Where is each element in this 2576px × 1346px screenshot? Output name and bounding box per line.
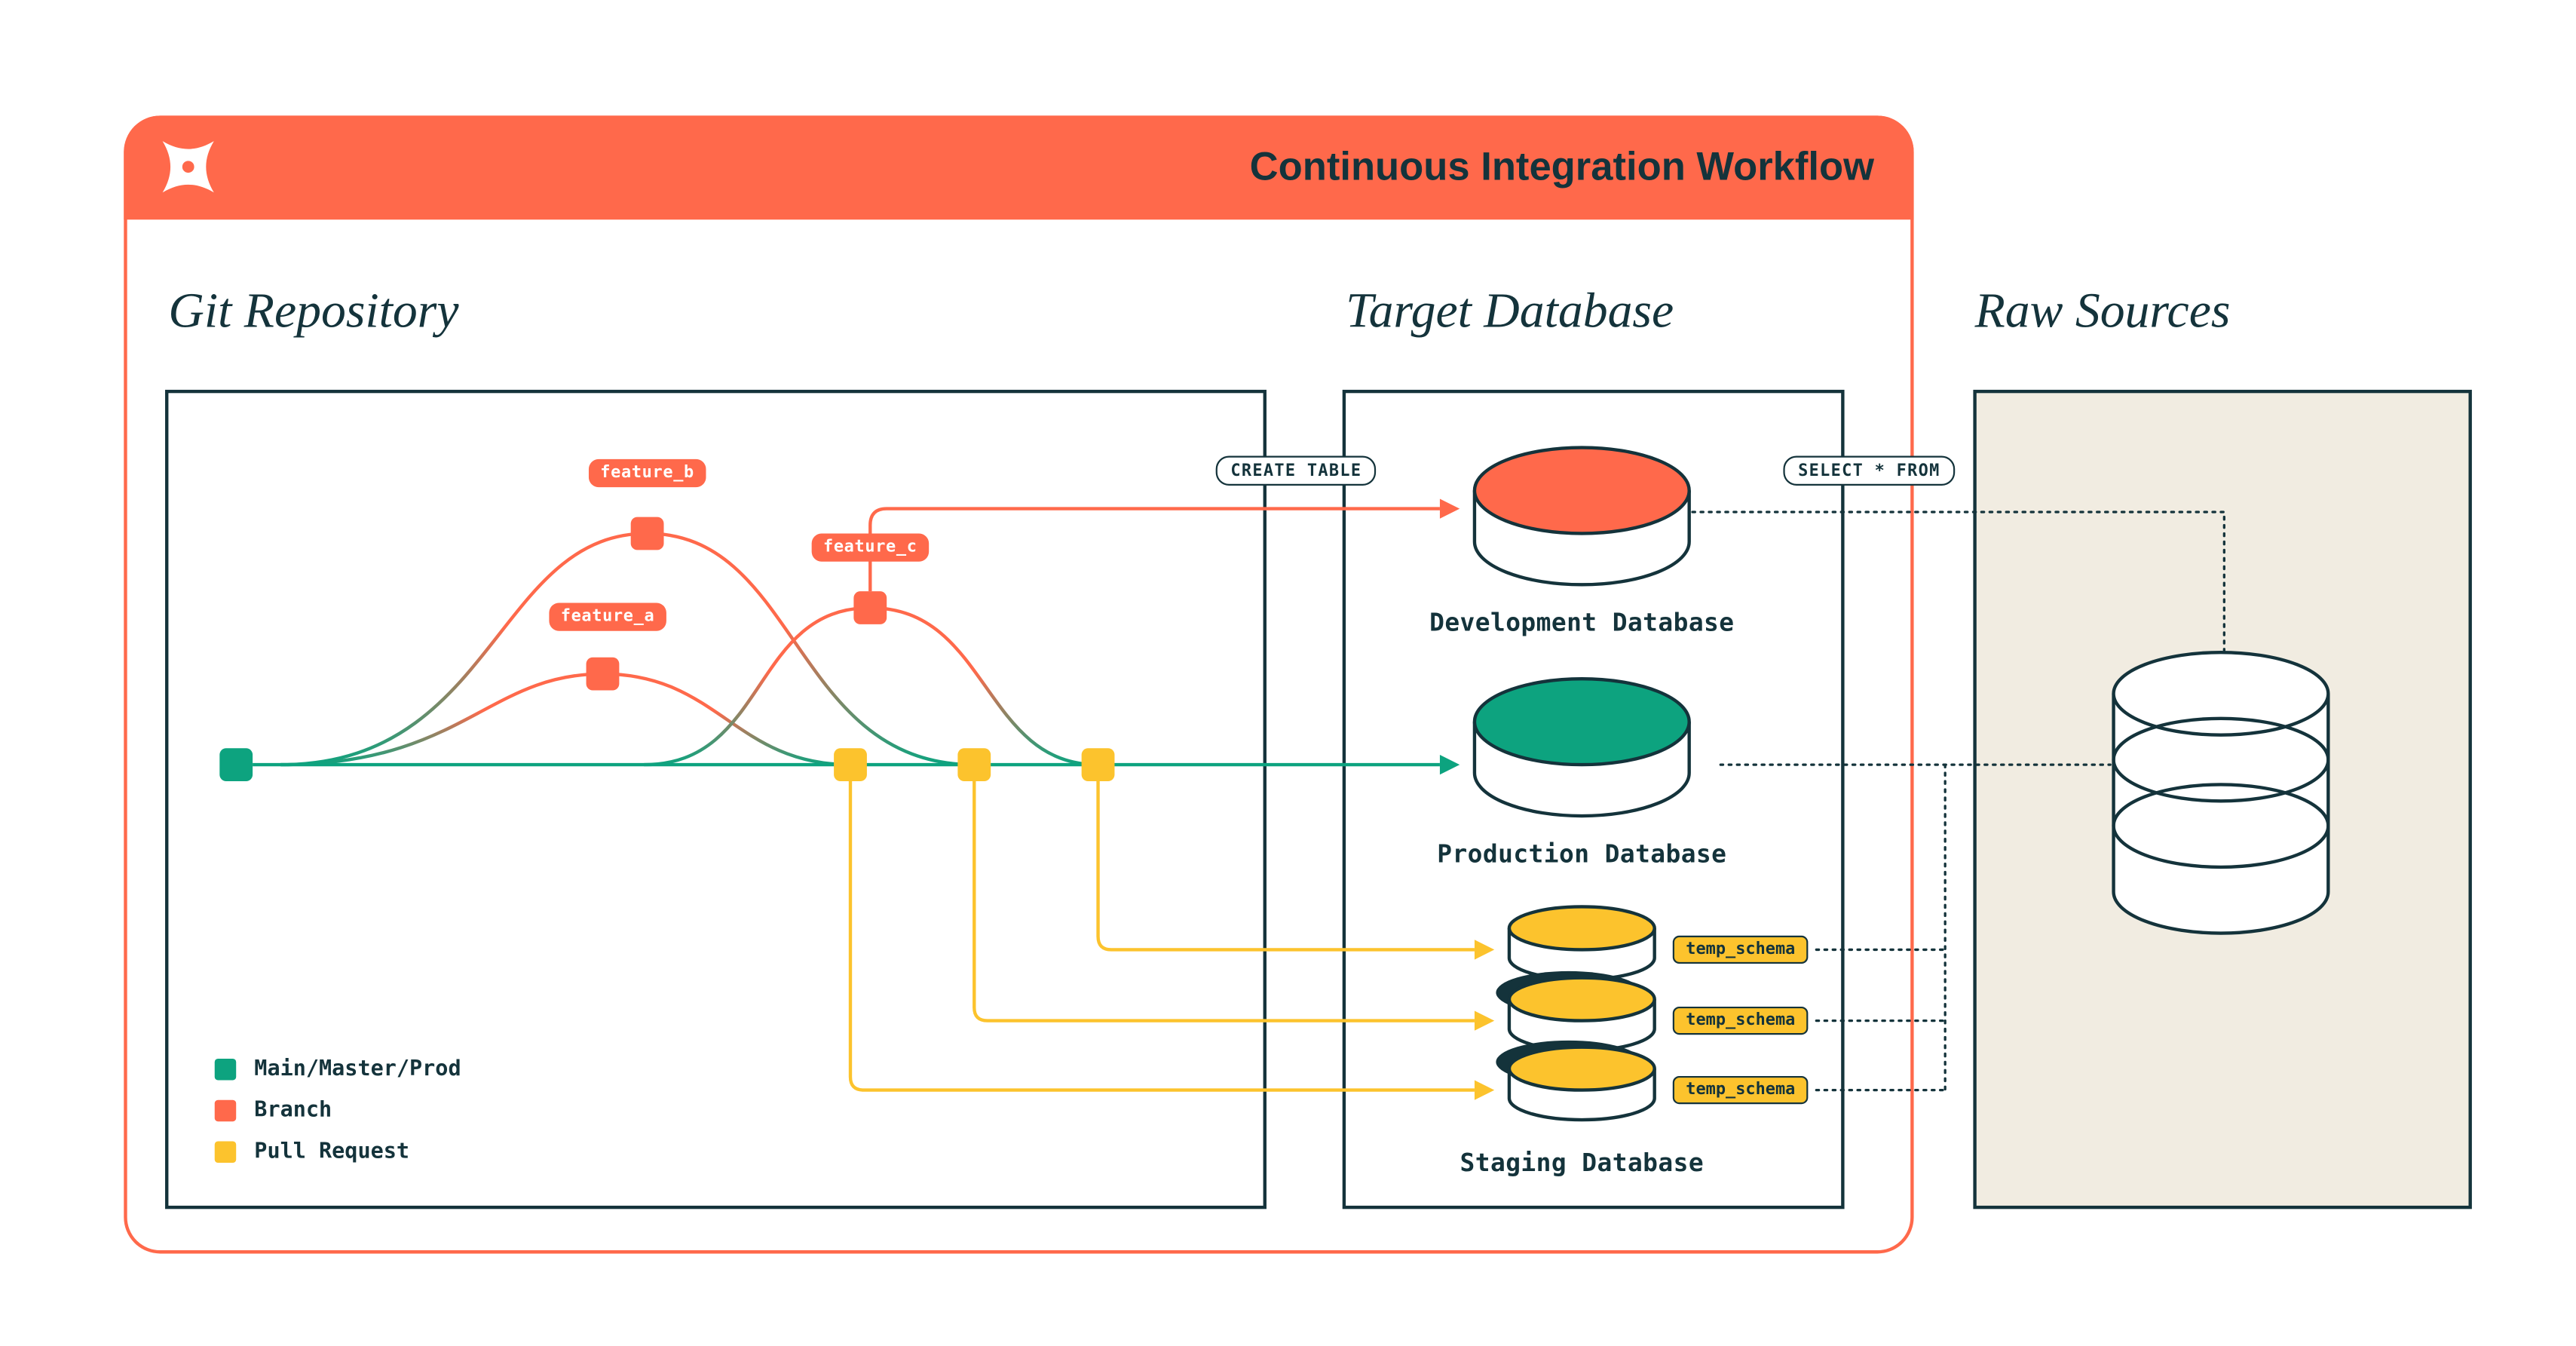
legend-label-main: Main/Master/Prod: [254, 1056, 461, 1082]
dotted-source-links: [1691, 510, 2225, 1092]
development-db-label: Development Database: [1429, 608, 1735, 638]
pr-commit-square-2: [957, 748, 991, 782]
legend-swatch-main: [214, 1058, 237, 1081]
page-title: Continuous Integration Workflow: [1249, 144, 1874, 189]
main-commit-square: [219, 748, 253, 782]
temp-schema-badge-2: temp_schema: [1672, 1006, 1809, 1035]
feature-b-badge: feature_b: [588, 458, 706, 488]
pr-arrowhead-2: [1474, 1010, 1495, 1031]
raw-sources-db-icon: [2112, 650, 2330, 935]
legend-label-branch: Branch: [254, 1098, 332, 1124]
legend-item-main: Main/Master/Prod: [214, 1056, 461, 1082]
create-table-arrow-line: [868, 507, 1440, 592]
pr-arrow-line-2: [973, 781, 1475, 1023]
main-branch-arrowhead: [1439, 754, 1460, 775]
legend-swatch-branch: [214, 1099, 237, 1122]
git-graph: [253, 498, 1495, 1100]
dbt-logo-icon: [162, 141, 214, 193]
create-table-badge: CREATE TABLE: [1215, 455, 1377, 486]
branch-commit-feature-a: [586, 657, 620, 691]
target-database-heading: Target Database: [1346, 284, 1674, 339]
dev-db-dotted-link: [1691, 510, 2225, 656]
staging-db-icon: [1496, 905, 1656, 1122]
git-repository-heading: Git Repository: [168, 284, 459, 339]
git-repository-panel: [165, 389, 1267, 1210]
pr-arrow-line-1: [1096, 781, 1475, 952]
feature-c-badge: feature_c: [811, 533, 929, 562]
development-db-icon: [1472, 446, 1691, 587]
pr-commit-square-3: [1081, 748, 1115, 782]
staging-db-label: Staging Database: [1460, 1148, 1705, 1178]
create-table-arrowhead: [1439, 498, 1460, 519]
legend-label-pull-request: Pull Request: [254, 1139, 410, 1165]
legend-swatch-pull-request: [214, 1141, 237, 1163]
pr-arrowhead-3: [1474, 1080, 1495, 1100]
branch-commit-feature-c: [853, 591, 887, 624]
raw-sources-heading: Raw Sources: [1974, 284, 2231, 339]
legend-item-branch: Branch: [214, 1098, 332, 1124]
branch-commit-feature-b: [630, 517, 664, 550]
legend-item-pull-request: Pull Request: [214, 1139, 410, 1165]
pr-arrow-line-3: [848, 781, 1475, 1092]
select-from-badge: SELECT * FROM: [1783, 455, 1956, 486]
pr-arrowhead-1: [1474, 940, 1495, 960]
card-header-band: Continuous Integration Workflow: [124, 115, 1914, 220]
temp-schema-badge-3: temp_schema: [1672, 1075, 1809, 1105]
production-db-icon: [1472, 677, 1691, 818]
temp-schema-badge-1: temp_schema: [1672, 935, 1809, 964]
pr-commit-square-1: [834, 748, 867, 782]
branch-curve-feature-c: [644, 606, 1098, 767]
feature-a-badge: feature_a: [549, 602, 666, 631]
production-db-label: Production Database: [1437, 839, 1727, 869]
